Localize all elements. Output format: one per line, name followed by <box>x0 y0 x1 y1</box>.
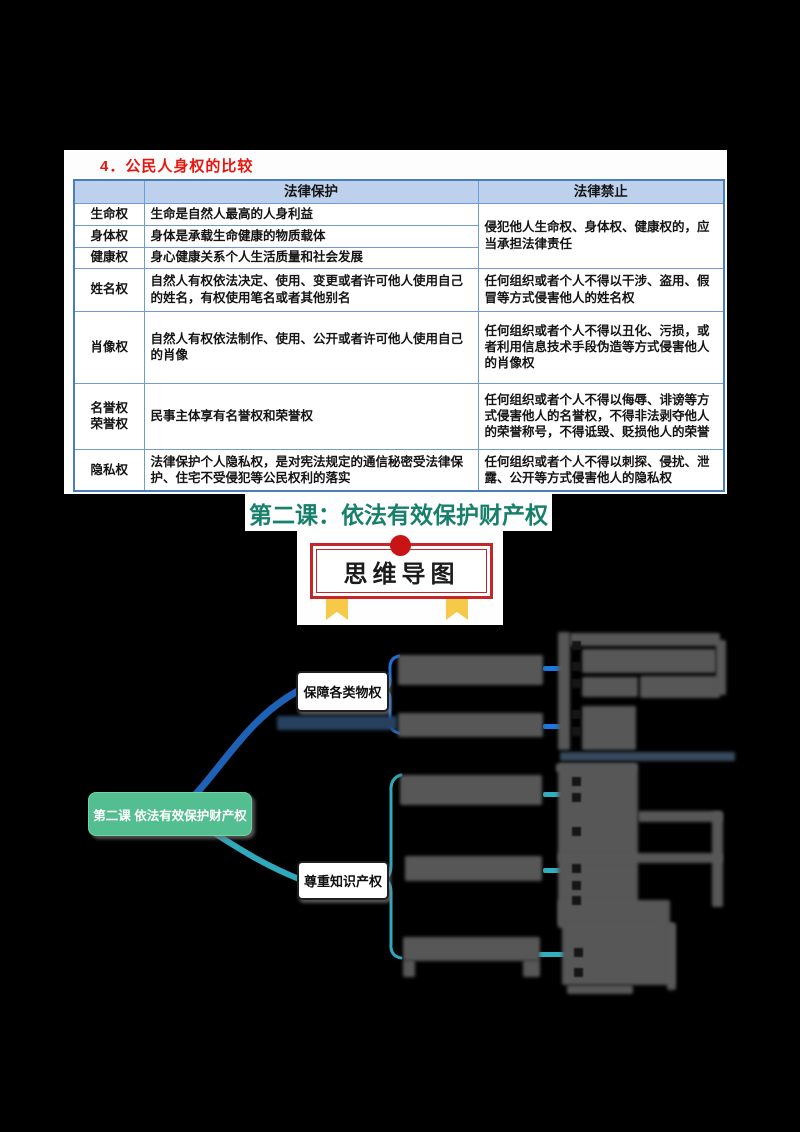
protection-cell: 身心健康关系个人生活质量和社会发展 <box>143 246 479 269</box>
blurred-text-block <box>523 960 540 977</box>
row-label: 健康权 <box>73 246 145 269</box>
prohibition-merged-cell: 侵犯他人生命权、身体权、健康权的，应当承担法律责任 <box>477 202 725 269</box>
row-label: 姓名权 <box>73 267 145 312</box>
connector-line <box>543 792 562 797</box>
protection-cell: 生命是自然人最高的人身利益 <box>143 202 479 226</box>
blurred-text-block <box>403 937 540 961</box>
bullet-dot <box>572 679 581 688</box>
bullet-dot <box>572 864 581 873</box>
blurred-text-block <box>398 713 543 737</box>
banner-label: 思维导图 <box>343 560 460 588</box>
table-row: 生命权 生命是自然人最高的人身利益 侵犯他人生命权、身体权、健康权的，应当承担法… <box>73 202 725 269</box>
blurred-bracket <box>558 632 570 750</box>
blurred-text-block <box>582 706 636 750</box>
table-row: 姓名权 自然人有权依法决定、使用、变更或者许可他人使用自己的姓名，有权使用笔名或… <box>73 267 725 312</box>
row-label: 隐私权 <box>73 448 145 492</box>
connector-line <box>543 666 562 671</box>
lesson-heading-text: 第二课：依法有效保护财产权 <box>249 501 548 528</box>
row-label: 肖像权 <box>73 310 145 384</box>
blurred-text-block <box>582 677 638 697</box>
bullet-dot <box>572 881 581 890</box>
table-row: 名誉权 荣誉权 民事主体享有名誉权和荣誉权 任何组织或者个人不得以侮辱、诽谤等方… <box>73 382 725 450</box>
table-row: 健康权 身心健康关系个人生活质量和社会发展 <box>73 246 724 269</box>
header-empty-cell <box>73 179 145 204</box>
bullet-dot <box>572 896 581 905</box>
protection-cell: 自然人有权依法制作、使用、公开或者许可他人使用自己的肖像 <box>143 310 479 384</box>
blurred-text-block <box>582 649 716 673</box>
mindmap-banner-card: 思维导图 <box>297 529 503 625</box>
bullet-dot <box>572 727 581 736</box>
blurred-text-block <box>558 763 638 925</box>
mindmap-branch-label: 保障各类物权 <box>303 685 382 700</box>
blurred-text-block <box>570 633 720 646</box>
bullet-dot <box>572 662 581 671</box>
blurred-text-block <box>712 812 723 907</box>
protection-cell: 法律保护个人隐私权，是对宪法规定的通信秘密受法律保护、住宅不受侵犯等公民权利的落… <box>143 448 479 492</box>
table-row: 肖像权 自然人有权依法制作、使用、公开或者许可他人使用自己的肖像 任何组织或者个… <box>73 310 725 384</box>
document-page: 4．公民人身权的比较 法律保护 法律禁止 生命权 生命是自然人最高的人身利益 侵… <box>64 150 727 494</box>
prohibition-cell: 任何组织或者个人不得以侮辱、诽谤等方式侵害他人的名誉权，不得非法剥夺他人的荣誉称… <box>477 382 725 450</box>
mindmap-root-label: 第二课 依法有效保护财产权 <box>93 808 247 823</box>
prohibition-cell: 任何组织或者个人不得以干涉、盗用、假冒等方式侵害他人的姓名权 <box>477 267 725 312</box>
ribbon-icon <box>446 593 468 620</box>
blurred-text-block <box>400 775 542 805</box>
bullet-dot <box>574 968 583 977</box>
bullet-dot <box>572 710 581 719</box>
section-title: 4．公民人身权的比较 <box>100 158 254 175</box>
bullet-dot <box>572 777 581 786</box>
blurred-text-block <box>558 853 722 863</box>
connector-line <box>543 724 562 729</box>
blurred-text-block <box>398 655 543 685</box>
blurred-text-block <box>567 985 633 994</box>
mindmap-root-node: 第二课 依法有效保护财产权 <box>88 792 252 836</box>
protection-cell: 身体是承载生命健康的物质载体 <box>143 224 479 248</box>
row-label: 生命权 <box>73 202 145 226</box>
prohibition-cell: 任何组织或者个人不得以刺探、侵扰、泄露、公开等方式侵害他人的隐私权 <box>477 448 725 492</box>
row-label: 身体权 <box>73 224 145 248</box>
blurred-text-block <box>403 960 415 977</box>
blurred-text-block <box>638 811 722 822</box>
bullet-dot <box>574 948 583 957</box>
protection-cell: 民事主体享有名誉权和荣誉权 <box>143 382 479 450</box>
mindmap-branch-intellectual-property: 尊重知识产权 <box>297 861 389 900</box>
bullet-dot <box>572 827 581 836</box>
blurred-text-block <box>560 752 735 761</box>
prohibition-cell: 任何组织或者个人不得以丑化、污损，或者利用信息技术手段伪造等方式侵害他人的肖像权 <box>477 310 725 384</box>
connector-line <box>543 868 562 873</box>
mindmap-branch-property-rights: 保障各类物权 <box>296 671 389 712</box>
header-protection: 法律保护 <box>143 179 479 204</box>
blurred-text-block <box>716 640 726 695</box>
connector-line <box>538 952 565 957</box>
bullet-dot <box>572 641 581 650</box>
lesson-heading: 第二课：依法有效保护财产权 <box>245 494 552 531</box>
blurred-text-block <box>640 676 720 698</box>
personal-rights-table: 法律保护 法律禁止 生命权 生命是自然人最高的人身利益 侵犯他人生命权、身体权、… <box>73 179 725 493</box>
row-label: 名誉权 荣誉权 <box>73 382 145 450</box>
table-header-row: 法律保护 法律禁止 <box>73 179 725 204</box>
header-prohibition: 法律禁止 <box>477 179 725 204</box>
blurred-text-block <box>277 716 397 730</box>
bullet-dot <box>572 793 581 802</box>
mindmap-branch-label: 尊重知识产权 <box>303 874 382 889</box>
blurred-text-block <box>667 923 676 990</box>
protection-cell: 自然人有权依法决定、使用、变更或者许可他人使用自己的姓名，有权使用笔名或者其他别… <box>143 267 479 312</box>
red-dot-icon <box>390 535 411 556</box>
ribbon-icon <box>326 593 348 620</box>
table-row: 隐私权 法律保护个人隐私权，是对宪法规定的通信秘密受法律保护、住宅不受侵犯等公民… <box>73 448 725 492</box>
blurred-text-block <box>405 856 542 881</box>
